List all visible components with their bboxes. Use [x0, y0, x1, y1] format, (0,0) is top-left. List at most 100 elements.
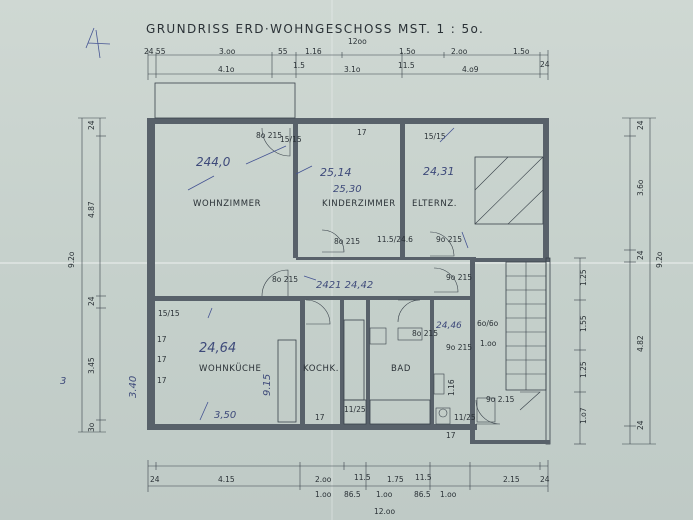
door-label-2: 15/15: [280, 135, 302, 144]
dim-top-6: 2.oo: [451, 47, 468, 56]
paper-fold-horizontal: [0, 262, 693, 264]
dim-bottom-5: 1.75: [387, 475, 404, 484]
pen-area-12: 3: [60, 376, 66, 387]
dim-right-4: 4.82: [636, 335, 645, 352]
dim-top-2: 3.oo: [219, 47, 236, 56]
room-kochk: KOCHK.: [303, 364, 339, 374]
dim-right-inner-2: 1.55: [579, 315, 588, 332]
door-label-21: 9o 2.15: [486, 395, 515, 404]
door-label-22: 17: [446, 431, 456, 440]
pen-area-8: 3,50: [214, 410, 236, 421]
dim-right-inner-1: 1.25: [579, 269, 588, 286]
pen-area-5: 2421 24,42: [316, 280, 373, 291]
room-kinderzimmer: KINDERZIMMER: [322, 199, 396, 209]
dim-right-1: 24: [636, 120, 645, 130]
plan-title: GRUNDRISS ERD·WOHNGESCHOSS MST. 1 : 5o.: [146, 22, 484, 36]
pen-area-1: 244,0: [196, 155, 231, 169]
dim-left-total: 9.2o: [67, 251, 76, 268]
walls: [147, 82, 551, 445]
door-annotations: 8o 215 15/15 17 8o 215 11.5/24.6 9o 215 …: [157, 128, 515, 440]
dim-top-row2-2: 1.5: [293, 61, 305, 70]
dim-bottom-row2-3: 1.oo: [376, 490, 393, 499]
door-label-13: 17: [157, 355, 167, 364]
door-label-18: 11/25: [344, 405, 366, 414]
dim-bottom-total: 12.oo: [374, 507, 396, 516]
right-dimension-chain: 9.2o 24 3.6o 24 4.82 24 1.25 1.55 1.25 1…: [574, 117, 664, 445]
dim-bottom-4: 11.5: [354, 473, 371, 482]
fixtures: [277, 319, 496, 425]
dim-left-3: 24: [87, 296, 96, 306]
dim-bottom-3: 2.oo: [315, 475, 332, 484]
dim-top-7: 1.5o: [513, 47, 530, 56]
dim-top-5: 1.5o: [399, 47, 416, 56]
door-label-9: 6o/6o: [477, 319, 499, 328]
pen-area-3: 25,30: [333, 184, 362, 195]
dim-top-row2-1: 4.1o: [218, 65, 235, 74]
dim-top-row2-4: 11.5: [398, 61, 415, 70]
pen-area-9: 3.40: [128, 376, 139, 398]
dim-right-inner-3: 1.25: [579, 361, 588, 378]
dim-right-2: 3.6o: [636, 179, 645, 196]
dim-right-inner-4: 1.o7: [579, 407, 588, 424]
dim-top-row2-3: 3.1o: [344, 65, 361, 74]
door-swings: [261, 127, 501, 425]
room-wohnzimmer: WOHNZIMMER: [193, 199, 261, 209]
door-label-6: 9o 215: [436, 235, 462, 244]
dim-top-total: 12oo: [348, 37, 367, 46]
top-dimension-chain: 12oo 24 55 3.oo 55 1.16 1.5o 2.oo 1.5o 2…: [144, 37, 550, 80]
door-label-14: 17: [157, 376, 167, 385]
dim-bottom-row2-5: 1.oo: [440, 490, 457, 499]
left-dimension-chain: 9.2o 24 4.87 24 3.45 3o: [67, 117, 106, 433]
dim-top-row2-5: 4.o9: [462, 65, 479, 74]
wardrobe: [474, 156, 544, 225]
door-label-8: 8o 215: [412, 329, 438, 338]
dim-bottom-row2-4: 86.5: [414, 490, 431, 499]
door-label-19: 17: [315, 413, 325, 422]
staircase: [505, 261, 547, 411]
door-label-15: 15/15: [424, 132, 446, 141]
dim-bottom-7: 2.15: [503, 475, 520, 484]
door-label-3: 17: [357, 128, 367, 137]
dim-bottom-8: 24: [540, 475, 550, 484]
dim-top-3: 55: [278, 47, 288, 56]
door-label-10: 1.oo: [480, 339, 497, 348]
dim-bottom-1: 24: [150, 475, 160, 484]
door-label-1: 8o 215: [256, 131, 282, 140]
door-label-11: 15/15: [158, 309, 180, 318]
dim-left-1: 24: [87, 120, 96, 130]
dim-left-4: 3.45: [87, 357, 96, 374]
dim-top-1: 24 55: [144, 47, 166, 56]
bottom-dimension-chain: 24 4.15 2.oo 11.5 1.75 11.5 2.15 24 1.oo…: [147, 460, 550, 516]
dim-right-5: 24: [636, 420, 645, 430]
door-label-17: 9o 215: [446, 343, 472, 352]
pen-area-4: 24,31: [423, 165, 455, 178]
pen-area-6: 24,64: [199, 341, 236, 356]
dim-right-3: 24: [636, 250, 645, 260]
dim-bottom-6: 11.5: [415, 473, 432, 482]
pen-area-2: 25,14: [320, 166, 352, 179]
pen-area-10: 9.15: [262, 374, 273, 396]
door-label-7: 9o 215: [446, 273, 472, 282]
door-label-4: 8o 215: [334, 237, 360, 246]
pen-scribble: [85, 27, 111, 59]
door-label-5: 11.5/24.6: [377, 235, 413, 244]
room-elternz: ELTERNZ.: [412, 199, 457, 209]
door-label-16: 8o 215: [272, 275, 298, 284]
room-wohnkueche: WOHNKÜCHE: [199, 363, 262, 374]
door-label-12: 17: [157, 335, 167, 344]
dim-left-2: 4.87: [87, 201, 96, 218]
dim-top-4: 1.16: [305, 47, 322, 56]
pen-area-11: 1.16: [447, 379, 456, 396]
pen-annotations: 244,0 25,14 25,30 24,31 2421 24,42 24,64…: [60, 127, 469, 421]
dim-bottom-row2-1: 1.oo: [315, 490, 332, 499]
dim-top-8: 24: [540, 60, 550, 69]
dim-bottom-row2-2: 86.5: [344, 490, 361, 499]
dim-right-total: 9.2o: [655, 251, 664, 268]
door-label-20: 11/25: [454, 413, 476, 422]
room-bad: BAD: [391, 364, 411, 374]
dim-left-5: 3o: [87, 422, 96, 432]
pen-area-7: 24,46: [436, 321, 462, 331]
dim-bottom-2: 4.15: [218, 475, 235, 484]
